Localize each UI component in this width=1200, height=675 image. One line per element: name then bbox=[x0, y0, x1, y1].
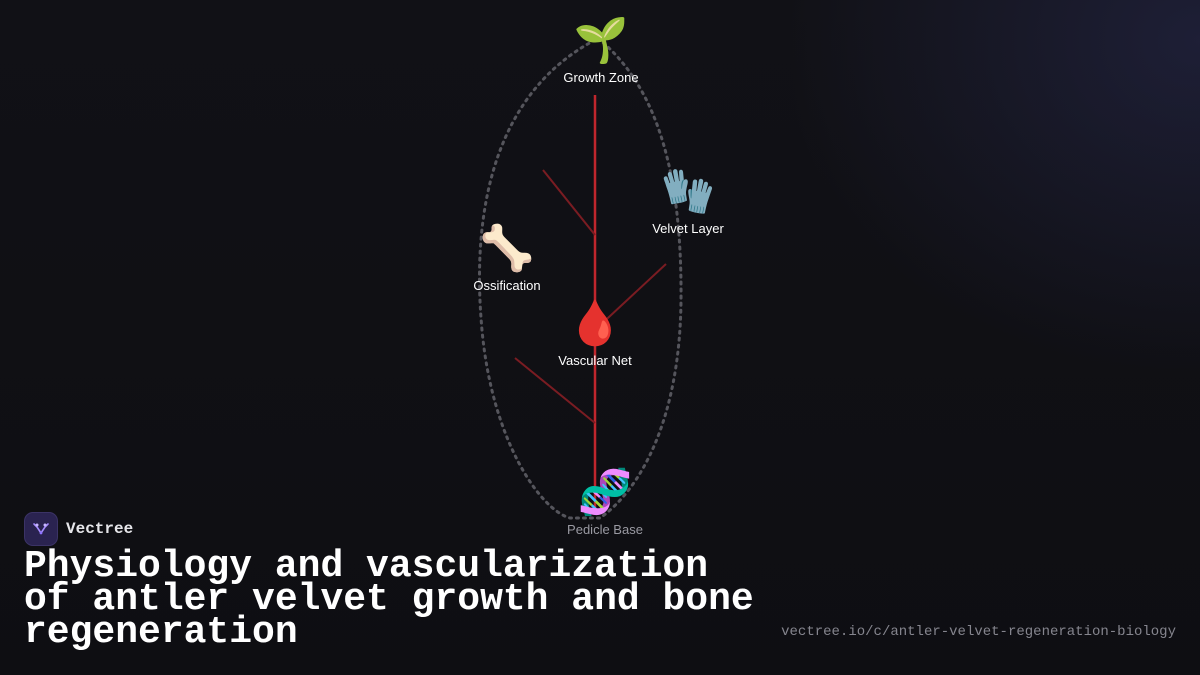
node-vascular-net: 🩸 Vascular Net bbox=[558, 298, 632, 369]
node-ossification: 🦴 Ossification bbox=[473, 223, 541, 294]
vessel-branch-lower-left bbox=[514, 357, 596, 424]
node-label: Growth Zone bbox=[563, 70, 639, 85]
vessel-branch-upper-left bbox=[542, 169, 596, 236]
node-label: Vascular Net bbox=[558, 353, 632, 368]
node-label: Ossification bbox=[473, 278, 541, 293]
brand-name: Vectree bbox=[66, 520, 134, 538]
page-title: Physiology and vascularization of antler… bbox=[24, 545, 754, 654]
dna-icon: 🧬 bbox=[577, 467, 633, 518]
node-label: Pedicle Base bbox=[567, 522, 643, 537]
gloves-icon: 🧤 bbox=[660, 166, 716, 217]
vectree-logo-icon bbox=[24, 512, 58, 546]
node-velvet-layer: 🧤 Velvet Layer bbox=[652, 166, 724, 237]
node-label: Velvet Layer bbox=[652, 221, 724, 236]
bone-icon: 🦴 bbox=[479, 223, 535, 274]
blood-drop-icon: 🩸 bbox=[567, 298, 623, 349]
vessel-branch-right bbox=[594, 263, 667, 331]
brand[interactable]: Vectree bbox=[24, 512, 133, 546]
page-url[interactable]: vectree.io/c/antler-velvet-regeneration-… bbox=[781, 624, 1176, 640]
seedling-icon: 🌱 bbox=[573, 15, 629, 66]
node-growth-zone: 🌱 Growth Zone bbox=[563, 15, 639, 86]
antler-outline bbox=[478, 38, 683, 520]
node-pedicle-base: 🧬 Pedicle Base bbox=[567, 467, 643, 538]
